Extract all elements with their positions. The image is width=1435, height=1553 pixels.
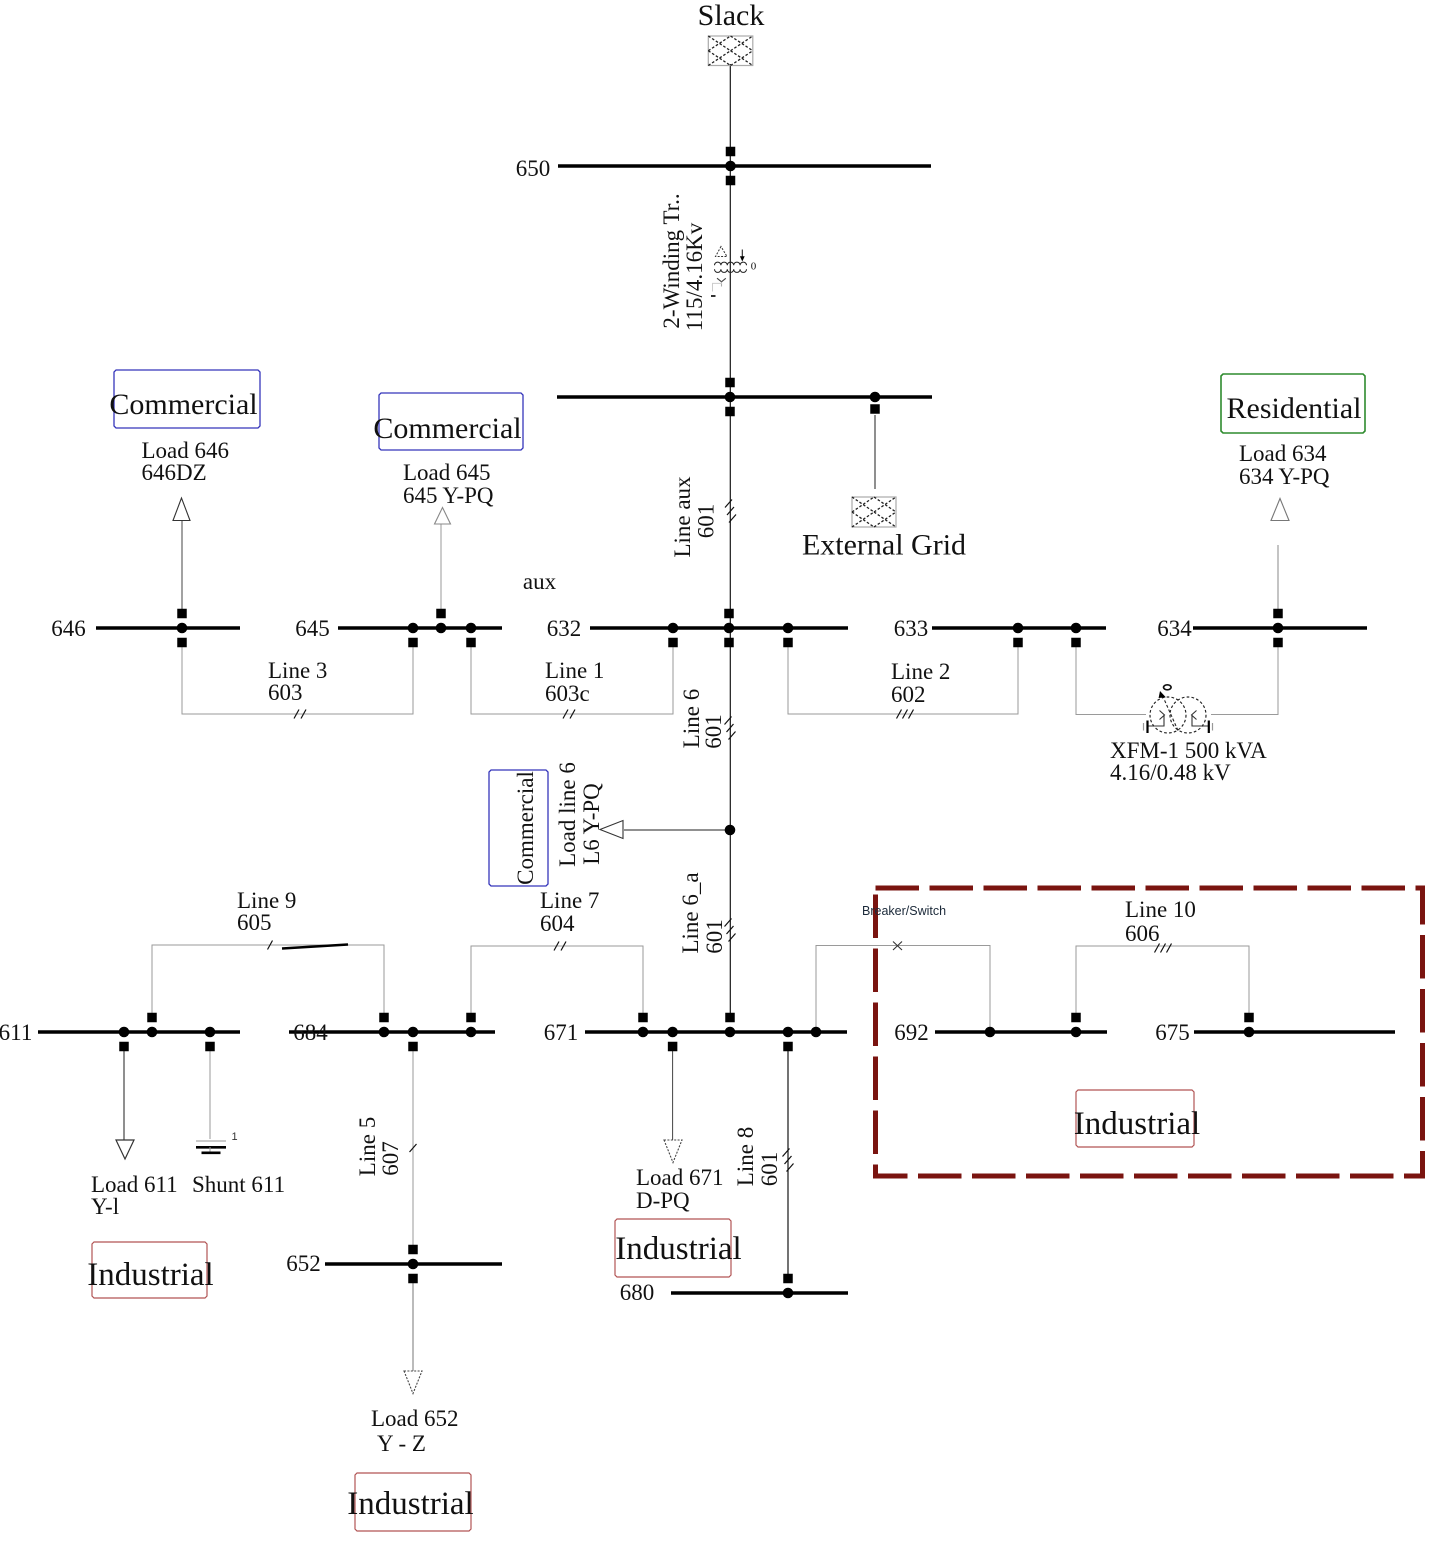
svg-text:632: 632 — [547, 616, 582, 641]
svg-text:603: 603 — [268, 680, 303, 705]
svg-text:Line 9: Line 9 — [237, 888, 296, 913]
svg-text:652: 652 — [286, 1251, 321, 1276]
svg-text:Slack: Slack — [698, 0, 765, 32]
svg-text:Commercial: Commercial — [109, 388, 257, 421]
svg-text:634 Y-PQ: 634 Y-PQ — [1239, 464, 1330, 489]
svg-text:Line 6_a: Line 6_a — [678, 872, 703, 953]
svg-text:603c: 603c — [545, 681, 590, 706]
svg-text:0: 0 — [751, 261, 757, 273]
svg-text:Residential: Residential — [1227, 392, 1362, 425]
svg-text:Load 611: Load 611 — [91, 1172, 178, 1197]
svg-text:675: 675 — [1155, 1020, 1190, 1045]
svg-text:Commercial: Commercial — [513, 771, 538, 885]
svg-text:604: 604 — [540, 911, 575, 936]
svg-text:607: 607 — [378, 1141, 403, 1176]
svg-text:Industrial: Industrial — [347, 1486, 473, 1522]
svg-text:2-Winding Tr..: 2-Winding Tr.. — [659, 193, 684, 328]
svg-text:645: 645 — [295, 616, 330, 641]
svg-text:Line 3: Line 3 — [268, 658, 327, 683]
svg-text:115/4.16Kv: 115/4.16Kv — [682, 222, 707, 331]
svg-text:Line aux: Line aux — [670, 476, 695, 558]
svg-text:Load line 6: Load line 6 — [555, 762, 580, 867]
svg-text:611: 611 — [0, 1020, 32, 1045]
svg-text:601: 601 — [694, 504, 719, 539]
svg-text:Y-l: Y-l — [91, 1194, 119, 1219]
svg-text:Line 10: Line 10 — [1125, 897, 1196, 922]
svg-text:Industrial: Industrial — [615, 1231, 741, 1267]
svg-text:Load 634: Load 634 — [1239, 441, 1327, 466]
svg-text:D-PQ: D-PQ — [636, 1188, 690, 1213]
svg-text:Load 652: Load 652 — [371, 1406, 459, 1431]
svg-text:646DZ: 646DZ — [142, 460, 207, 485]
svg-text:671: 671 — [544, 1020, 579, 1045]
svg-text:XFM-1 500 kVA: XFM-1 500 kVA — [1110, 738, 1267, 763]
svg-text:Line 1: Line 1 — [545, 658, 604, 683]
svg-text:Shunt 611: Shunt 611 — [192, 1172, 285, 1197]
svg-text:aux: aux — [523, 569, 557, 594]
svg-text:692: 692 — [894, 1020, 929, 1045]
svg-text:601: 601 — [757, 1152, 782, 1187]
svg-text:Line 7: Line 7 — [540, 888, 599, 913]
svg-text:606: 606 — [1125, 921, 1160, 946]
svg-text:Industrial: Industrial — [87, 1257, 213, 1293]
svg-text:605: 605 — [237, 910, 272, 935]
svg-text:645 Y-PQ: 645 Y-PQ — [403, 483, 494, 508]
svg-text:Line 8: Line 8 — [733, 1127, 758, 1186]
svg-text:633: 633 — [894, 616, 929, 641]
svg-text:601: 601 — [702, 919, 727, 954]
svg-text:Load 646: Load 646 — [142, 438, 230, 463]
svg-text:1: 1 — [231, 1131, 237, 1143]
svg-text:Y - Z: Y - Z — [377, 1431, 426, 1456]
svg-text:4.16/0.48 kV: 4.16/0.48 kV — [1110, 760, 1231, 785]
svg-text:684: 684 — [293, 1020, 328, 1045]
svg-text:L6 Y-PQ: L6 Y-PQ — [579, 783, 604, 865]
svg-text:External Grid: External Grid — [802, 529, 966, 562]
svg-text:Breaker/Switch: Breaker/Switch — [862, 904, 946, 918]
svg-text:Industrial: Industrial — [1074, 1106, 1200, 1142]
svg-text:602: 602 — [891, 682, 926, 707]
svg-text:634: 634 — [1157, 616, 1192, 641]
svg-text:Load 645: Load 645 — [403, 460, 491, 485]
svg-text:Line 5: Line 5 — [355, 1117, 380, 1176]
svg-text:Line 6: Line 6 — [679, 689, 704, 748]
svg-text:646: 646 — [51, 616, 86, 641]
svg-text:Commercial: Commercial — [373, 412, 521, 445]
svg-text:601: 601 — [701, 714, 726, 749]
svg-text:Line 2: Line 2 — [891, 659, 950, 684]
svg-text:650: 650 — [516, 156, 551, 181]
svg-text:Load 671: Load 671 — [636, 1165, 724, 1190]
svg-text:680: 680 — [620, 1280, 655, 1305]
